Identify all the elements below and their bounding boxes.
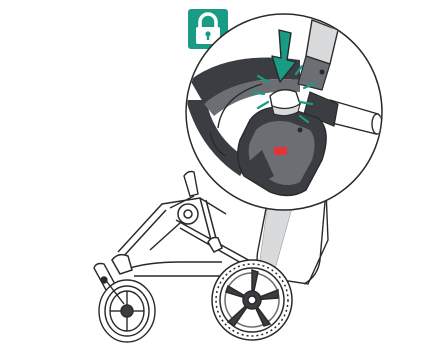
rear-wheel [212,260,292,340]
stroller-frame [112,198,252,276]
red-indicator-icon [274,147,287,155]
